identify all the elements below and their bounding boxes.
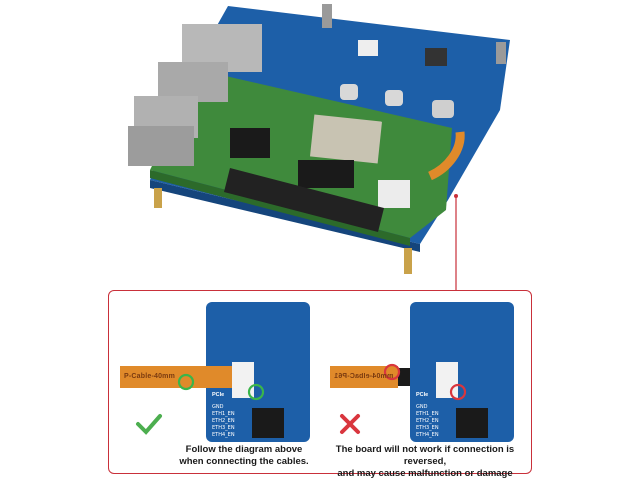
cross-mark-icon	[340, 414, 360, 434]
gpio-header	[224, 168, 384, 232]
cable-tail	[398, 368, 410, 386]
chip	[378, 180, 410, 208]
cable-label-correct: P-Cable-40mm	[124, 373, 176, 380]
silk-pin-label: ETH3_EN	[212, 425, 235, 431]
ffc-cable	[427, 131, 465, 181]
green-main-board	[150, 72, 452, 238]
caption-correct-line2: when connecting the cables.	[179, 456, 309, 467]
silk-pin-label: ETH4_EN	[416, 432, 439, 438]
callout-dot	[454, 194, 458, 198]
caption-correct-line1: Follow the diagram above	[185, 444, 303, 455]
silk-pin-label: ETH1_EN	[416, 411, 439, 417]
caption-wrong-line2: and may cause malfunction or damage	[337, 468, 513, 479]
cable-correct	[120, 366, 232, 388]
check-mark-icon	[136, 414, 162, 435]
soc-heatspreader	[309, 114, 383, 164]
memory-chip	[230, 128, 270, 158]
highlight-correct	[177, 373, 195, 391]
standoff-post	[322, 4, 332, 28]
silk-pin-label: GND	[416, 404, 428, 410]
ffc-connector	[232, 362, 254, 398]
pcie-chip	[252, 408, 284, 438]
standoff-post	[496, 42, 506, 64]
silk-pin-label: ETH4_EN	[212, 432, 235, 438]
silk-pin-label: ETH3_EN	[416, 425, 439, 431]
usb-c-port	[340, 84, 358, 100]
board-detail-correct	[206, 302, 310, 442]
blue-board-edge	[150, 180, 420, 252]
brass-standoff	[154, 188, 162, 208]
cable-label-reversed: mm04-elbaC-P61	[334, 373, 394, 380]
usb-c-port	[432, 100, 454, 118]
cable-reversed	[330, 366, 398, 388]
silk-pin-label: ETH2_EN	[212, 418, 235, 424]
pcie-chip	[456, 408, 488, 438]
usb-port	[128, 126, 194, 166]
caption-correct: Follow the diagram above when connecting…	[164, 444, 324, 468]
brass-standoff	[404, 248, 412, 274]
silk-pin-label: ETH2_EN	[416, 418, 439, 424]
ffc-connector	[436, 362, 458, 398]
connector-white	[358, 40, 378, 56]
pcie-label: PCIe	[212, 392, 225, 398]
board-detail-wrong	[410, 302, 514, 442]
highlight-wrong	[383, 363, 401, 381]
silk-pin-label: ETH1_EN	[212, 411, 235, 417]
green-board-edge	[150, 170, 410, 246]
silk-pin-label: GND	[212, 404, 224, 410]
inductor	[425, 48, 447, 66]
pcie-label: PCIe	[416, 392, 429, 398]
chip	[298, 160, 354, 188]
highlight-correct	[247, 383, 265, 401]
highlight-wrong	[449, 383, 467, 401]
usb-port	[158, 62, 228, 102]
caption-wrong: The board will not work if connection is…	[320, 444, 530, 480]
usb-c-port	[385, 90, 403, 106]
caption-wrong-line1: The board will not work if connection is…	[335, 444, 515, 467]
